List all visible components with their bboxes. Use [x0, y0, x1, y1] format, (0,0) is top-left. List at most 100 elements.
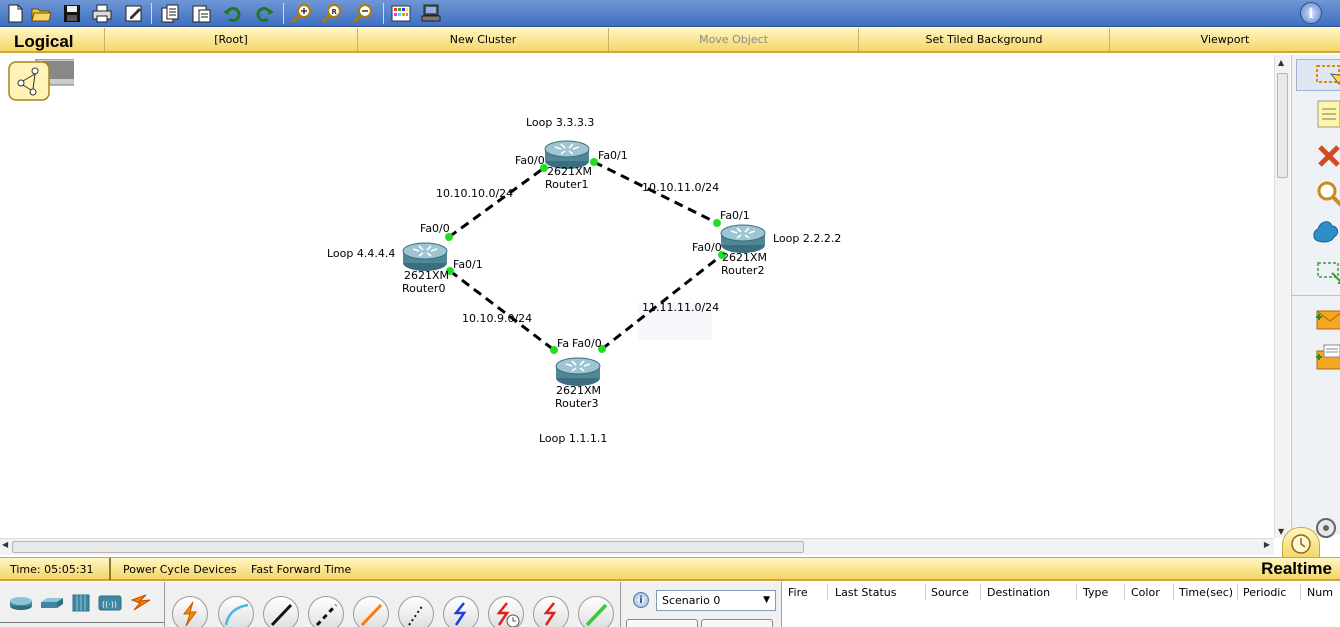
move-object-button[interactable]: Move Object: [608, 28, 858, 51]
panel-separator: [620, 582, 621, 627]
port-up-indicator: [550, 346, 558, 354]
copy-icon[interactable]: [159, 3, 181, 24]
pdu-column-header[interactable]: Source: [931, 586, 969, 599]
connections-icon[interactable]: [128, 592, 154, 614]
pdu-column-header[interactable]: Type: [1083, 586, 1109, 599]
hubs-icon[interactable]: [68, 592, 94, 614]
coaxial-icon[interactable]: [443, 596, 479, 627]
root-cluster-button[interactable]: [Root]: [104, 28, 357, 51]
delete-icon[interactable]: [1314, 141, 1340, 171]
zoom-reset-icon[interactable]: R: [321, 3, 343, 24]
zoom-in-icon[interactable]: [291, 3, 313, 24]
pdu-column-header[interactable]: Fire: [788, 586, 808, 599]
pdu-column-header[interactable]: Num: [1307, 586, 1333, 599]
router0-icon[interactable]: [402, 242, 448, 272]
scroll-left-icon[interactable]: ◀: [2, 540, 9, 549]
port-up-indicator: [446, 267, 454, 275]
pdu-column-header[interactable]: Time(sec): [1179, 586, 1234, 599]
octal-cable-icon[interactable]: [578, 596, 614, 627]
auto-connection-icon[interactable]: [172, 596, 208, 627]
paste-icon[interactable]: [190, 3, 212, 24]
fiber-icon[interactable]: [353, 596, 389, 627]
subnet-label: 10.10.11.0/24: [642, 181, 720, 194]
activity-wizard-icon[interactable]: [123, 3, 145, 24]
router2-icon[interactable]: [720, 224, 766, 254]
link-router0-router3[interactable]: [449, 269, 555, 352]
router2-model-label: 2621XM: [722, 251, 768, 264]
scroll-thumb[interactable]: [12, 541, 804, 553]
switches-icon[interactable]: [39, 592, 65, 614]
new-file-icon[interactable]: [4, 3, 26, 24]
router2-name-label[interactable]: Router2: [721, 264, 765, 277]
realtime-mode-label[interactable]: Realtime: [1261, 559, 1332, 578]
resize-icon[interactable]: [1314, 257, 1340, 287]
router3-name-label[interactable]: Router3: [555, 397, 599, 410]
inspect-icon[interactable]: [1314, 179, 1340, 209]
realtime-clock-tab[interactable]: [1282, 527, 1320, 559]
logical-workspace-canvas[interactable]: Loop 3.3.3.3 2621XM Router1 Fa0/0 Fa0/1 …: [0, 55, 1274, 538]
scenario-select[interactable]: Scenario 0 ▼: [656, 590, 776, 611]
link-router3-router2[interactable]: [601, 253, 723, 351]
realtime-gear-icon[interactable]: [1306, 510, 1340, 538]
pdu-column-header[interactable]: Periodic: [1243, 586, 1287, 599]
set-tiled-background-button[interactable]: Set Tiled Background: [858, 28, 1109, 51]
note-icon[interactable]: [1314, 99, 1340, 129]
router2-fa01-port-label: Fa0/1: [720, 209, 750, 222]
new-cluster-button[interactable]: New Cluster: [357, 28, 608, 51]
palette-icon[interactable]: [390, 3, 412, 24]
logical-view-icon[interactable]: [8, 58, 81, 101]
router0-fa00-port-label: Fa0/0: [420, 222, 450, 235]
save-icon[interactable]: [61, 3, 83, 24]
scroll-right-icon[interactable]: ▶: [1263, 540, 1270, 549]
router1-name-label[interactable]: Router1: [545, 178, 589, 191]
palette-separator: [1292, 295, 1340, 296]
undo-icon[interactable]: [222, 3, 244, 24]
scenario-info-icon[interactable]: i: [633, 592, 649, 608]
router0-name-label[interactable]: Router0: [402, 282, 446, 295]
router3-model-label: 2621XM: [556, 384, 602, 397]
wireless-icon[interactable]: ((·)): [97, 592, 123, 614]
routers-icon[interactable]: [8, 592, 34, 614]
select-icon[interactable]: [1296, 59, 1340, 91]
logical-workspace-tab[interactable]: Logical: [14, 32, 74, 51]
print-icon[interactable]: [91, 3, 113, 24]
new-scenario-button[interactable]: [626, 619, 698, 627]
console-cable-icon[interactable]: [218, 596, 254, 627]
scroll-up-icon[interactable]: ▲: [1278, 58, 1285, 67]
fast-forward-time-button[interactable]: Fast Forward Time: [251, 563, 352, 576]
pdu-column-header[interactable]: Destination: [987, 586, 1051, 599]
port-up-indicator: [540, 164, 548, 172]
zoom-out-icon[interactable]: [352, 3, 374, 24]
column-separator: [925, 584, 926, 600]
router1-model-label: 2621XM: [547, 165, 593, 178]
delete-scenario-button[interactable]: [701, 619, 773, 627]
draw-shape-icon[interactable]: [1310, 217, 1340, 247]
svg-text:R: R: [332, 8, 338, 16]
pdu-column-header[interactable]: Color: [1131, 586, 1160, 599]
scroll-thumb[interactable]: [1277, 73, 1288, 178]
add-complex-pdu-icon[interactable]: [1314, 343, 1340, 373]
toolbar-separator: [151, 3, 152, 24]
power-cycle-devices-button[interactable]: Power Cycle Devices: [123, 563, 237, 576]
status-separator: [109, 558, 111, 580]
horizontal-scrollbar[interactable]: ◀ ▶: [0, 538, 1274, 555]
phone-cable-icon[interactable]: [398, 596, 434, 627]
info-button[interactable]: i: [1300, 2, 1322, 24]
open-folder-icon[interactable]: [30, 3, 52, 24]
link-router1-router2[interactable]: [593, 160, 718, 225]
serial-dce-icon[interactable]: [488, 596, 524, 627]
scroll-down-icon[interactable]: ▼: [1278, 527, 1285, 536]
serial-dte-icon[interactable]: [533, 596, 569, 627]
pdu-column-header[interactable]: Last Status: [835, 586, 897, 599]
router3-fa-port-label: Fa: [557, 337, 570, 350]
link-router0-router1[interactable]: [448, 166, 545, 239]
redo-icon[interactable]: [253, 3, 275, 24]
copper-cross-icon[interactable]: [308, 596, 344, 627]
router2-loopback-label: Loop 2.2.2.2: [773, 232, 842, 245]
router3-icon[interactable]: [555, 357, 601, 387]
copper-straight-icon[interactable]: [263, 596, 299, 627]
custom-device-icon[interactable]: [420, 3, 442, 24]
add-simple-pdu-icon[interactable]: [1314, 303, 1340, 333]
viewport-button[interactable]: Viewport: [1109, 28, 1340, 51]
vertical-scrollbar[interactable]: ▲ ▼: [1274, 55, 1290, 538]
